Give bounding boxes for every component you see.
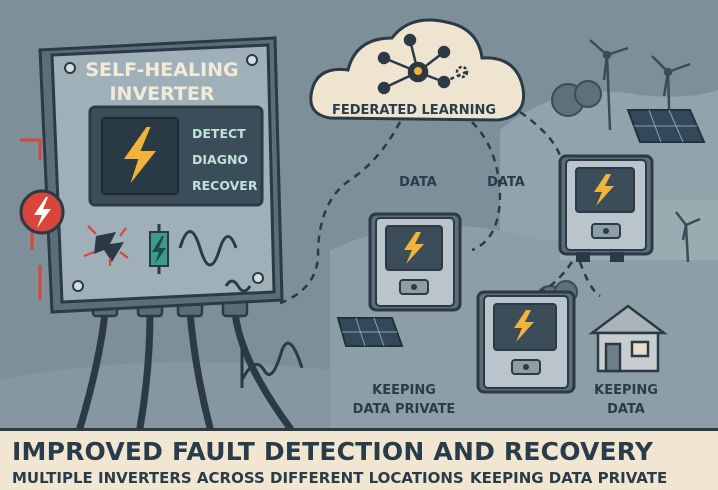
inverter-title-line2: INVERTER: [109, 83, 214, 105]
small-inverter: [476, 290, 576, 394]
caption-right-line1: KEEPING: [594, 383, 658, 398]
step-detect: DETECT: [192, 126, 246, 141]
pulse-wave-icon: [240, 341, 304, 388]
sine-wave-icon: [178, 230, 252, 293]
lightning-bolt-icon: [120, 125, 161, 189]
broken-circuit-icon: [83, 225, 129, 266]
tree-icon: [551, 80, 602, 117]
small-inverter: [368, 212, 462, 312]
lightning-bolt-icon: [594, 174, 614, 206]
caption-left-line1: KEEPING: [372, 383, 436, 398]
banner-subtitle-right: KEEPING DATA PRIVATE: [470, 469, 668, 487]
network-nodes-icon: [377, 33, 469, 95]
diagnostic-icon: [149, 224, 169, 274]
step-recover: RECOVER: [192, 178, 258, 193]
small-inverter: [558, 154, 654, 262]
solar-panel-icon: [626, 109, 706, 143]
caption-right-line2: DATA: [607, 402, 645, 417]
solar-panel-icon: [336, 317, 404, 347]
wind-turbine-icon: [589, 39, 629, 131]
banner-title: IMPROVED FAULT DETECTION AND RECOVERY: [12, 437, 654, 466]
footer-banner: IMPROVED FAULT DETECTION AND RECOVERY MU…: [0, 428, 718, 490]
data-link-label-right: DATA: [487, 175, 525, 190]
cloud-label: FEDERATED LEARNING: [332, 103, 496, 118]
caption-left-line2: DATA PRIVATE: [353, 402, 456, 417]
lightning-bolt-icon: [404, 232, 424, 264]
illustration: SELF-HEALING INVERTER DETECT DIAGNO RECO…: [19, 18, 718, 428]
fault-warning-icon: [19, 138, 65, 300]
lightning-bolt-icon: [514, 310, 534, 342]
step-diagnose: DIAGNO: [192, 152, 248, 167]
wind-turbine-icon: [675, 211, 701, 263]
inverter-title-line1: SELF-HEALING: [85, 59, 238, 81]
banner-subtitle-left: MULTIPLE INVERTERS ACROSS DIFFERENT LOCA…: [12, 469, 464, 487]
data-link-label-left: DATA: [399, 175, 437, 190]
house-icon: [588, 304, 668, 373]
